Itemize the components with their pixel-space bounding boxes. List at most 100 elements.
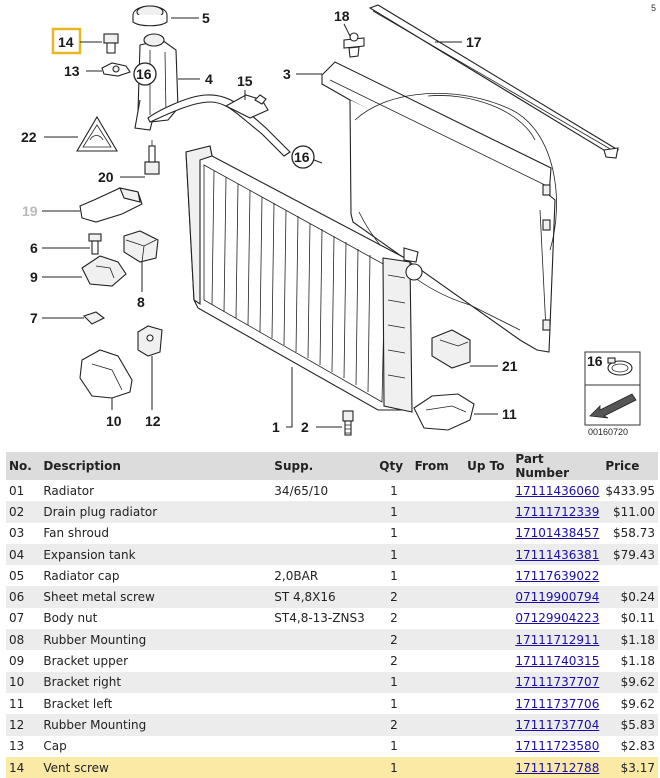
callout-3[interactable]: 3 [283,66,291,82]
sheet-metal-screw-6[interactable] [88,233,102,255]
part-number-cell: 17111737707 [512,671,603,693]
part-number-link[interactable]: 17111712339 [515,504,600,519]
callout-20[interactable]: 20 [98,169,114,185]
vent-screw-14[interactable] [103,33,119,54]
row-up-to [464,671,513,693]
row-price: $0.24 [602,586,658,608]
row-description: Body nut [43,611,98,626]
part-number-link[interactable]: 17111737706 [515,696,600,711]
callout-5[interactable]: 5 [202,10,210,26]
callout-13[interactable]: 13 [64,63,80,79]
row-from [411,629,465,651]
row-qty: 1 [376,756,412,778]
callout-17[interactable]: 17 [466,34,482,50]
part-number-link[interactable]: 17111740315 [515,654,600,669]
col-supp: Supp. [271,452,377,480]
radiator-1[interactable] [185,145,423,413]
callout-10[interactable]: 10 [106,413,122,429]
fan-shroud-3[interactable] [321,61,557,353]
callout-18[interactable]: 18 [334,8,350,24]
part-number-cell: 17111436381 [512,543,603,566]
part-number-link[interactable]: 17111737704 [515,717,600,732]
bracket-left-11[interactable] [413,393,475,431]
radiator-cap-5[interactable] [132,5,168,27]
part-number-link[interactable]: 07129904223 [515,611,600,626]
clamp-inset[interactable]: 16 [584,351,641,426]
bracket-21[interactable] [431,329,471,369]
row-qty: 1 [390,526,398,541]
row-up-to [464,650,512,671]
row-from [411,671,465,693]
col-up-to: Up To [464,452,513,480]
warning-sticker-22[interactable] [76,115,118,152]
row-price [602,565,658,586]
sensor-20[interactable] [144,140,160,175]
bracket-19[interactable] [79,187,143,223]
part-number-cell: 17117639022 [512,565,602,586]
part-number-link[interactable]: 17111712911 [515,632,600,647]
part-number-cell: 17111737706 [512,693,602,714]
clip-18[interactable] [343,32,365,58]
hose-15[interactable] [147,94,291,157]
row-supp: ST4,8-13-ZNS3 [274,611,365,626]
callout-8[interactable]: 8 [137,294,145,310]
callout-1[interactable]: 1 [272,419,280,435]
row-qty: 2 [376,629,412,651]
row-up-to [464,714,513,736]
row-up-to [464,501,513,523]
cap-13[interactable] [101,62,131,77]
part-number-link[interactable]: 17117639022 [515,568,600,583]
rubber-mounting-8[interactable] [123,230,159,263]
callout-2[interactable]: 2 [301,419,309,435]
row-up-to [464,608,512,629]
callout-7[interactable]: 7 [30,310,38,326]
callout-4[interactable]: 4 [205,71,213,87]
bracket-right-10[interactable] [79,349,133,399]
row-price: $11.00 [602,501,658,523]
row-price: $2.83 [620,739,655,754]
expansion-tank-4[interactable] [134,33,179,131]
callout-9[interactable]: 9 [30,269,38,285]
callout-21[interactable]: 21 [502,358,518,374]
row-qty: 2 [376,714,412,736]
row-up-to [464,565,512,586]
part-number-link[interactable]: 17111436060 [515,483,600,498]
part-number-link[interactable]: 17111712788 [515,760,600,775]
part-number-cell: 17111737704 [512,714,603,736]
bracket-upper-9[interactable] [81,255,127,287]
row-up-to [464,480,512,501]
callout-19[interactable]: 19 [22,203,38,219]
callout-22[interactable]: 22 [21,129,37,145]
row-from [412,565,465,586]
row-description: Bracket right [40,671,272,693]
row-number: 10 [6,671,41,693]
part-number-link[interactable]: 17111737707 [515,675,600,690]
part-number-cell: 17111723580 [512,736,602,757]
drain-plug-2[interactable] [342,410,354,436]
callout-16-tank[interactable]: 16 [133,62,157,86]
callout-6[interactable]: 6 [30,240,38,256]
callout-15[interactable]: 15 [237,73,253,89]
seal-strip-17[interactable] [368,4,619,159]
part-number-link[interactable]: 07119900794 [515,590,600,605]
row-price: $5.83 [602,714,658,736]
row-price: $433.95 [605,483,655,498]
row-number: 04 [6,543,41,566]
row-number: 09 [9,654,25,669]
body-nut-7[interactable] [82,311,106,325]
part-number-link[interactable]: 17101438457 [515,526,600,541]
row-price: $9.62 [602,671,658,693]
callout-12[interactable]: 12 [145,413,161,429]
rubber-mounting-12[interactable] [137,325,163,357]
row-description: Expansion tank [40,543,272,566]
row-description: Radiator [43,483,95,498]
part-number-link[interactable]: 17111436381 [515,547,600,562]
callout-16-hose[interactable]: 16 [291,145,323,169]
part-number-link[interactable]: 17111723580 [515,739,600,754]
callout-14[interactable]: 14 [51,27,82,55]
row-up-to [464,523,512,544]
callout-11[interactable]: 11 [502,406,517,422]
